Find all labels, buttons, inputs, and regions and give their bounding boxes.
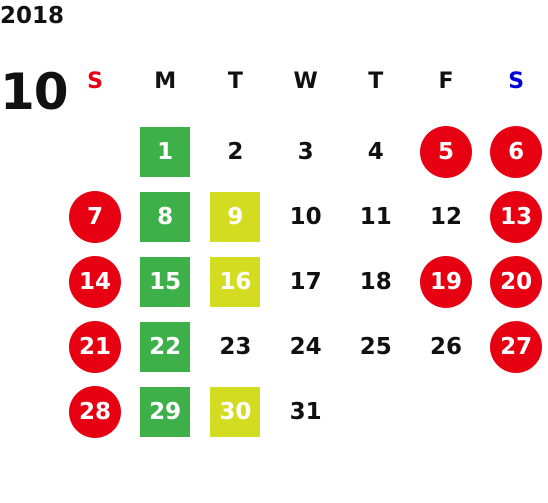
- calendar-day[interactable]: 20: [489, 255, 543, 309]
- day-number: 21: [78, 334, 111, 360]
- lime-square-marker: [210, 257, 261, 307]
- day-number: 25: [359, 334, 392, 360]
- weekday-header-0: S: [87, 68, 103, 94]
- calendar-day[interactable]: 11: [349, 190, 403, 244]
- day-number: 29: [149, 399, 182, 425]
- weekday-header-6: S: [508, 68, 525, 94]
- calendar-day[interactable]: 28: [68, 385, 122, 439]
- day-number: 14: [78, 269, 111, 295]
- day-number: 12: [429, 204, 462, 230]
- holiday-circle: [490, 256, 543, 308]
- calendar-day[interactable]: 23: [208, 320, 262, 374]
- holiday-circle: [69, 256, 121, 308]
- day-number: 3: [297, 139, 314, 165]
- holiday-circle: [69, 321, 121, 373]
- day-number: 9: [227, 204, 244, 230]
- day-number: 8: [157, 204, 174, 230]
- day-number: 30: [219, 399, 252, 425]
- day-number: 27: [500, 334, 533, 360]
- holiday-circle: [420, 126, 472, 178]
- day-number: 19: [429, 269, 462, 295]
- calendar-month: 10: [0, 63, 69, 121]
- calendar-day[interactable]: 1: [138, 125, 192, 179]
- calendar-day[interactable]: 30: [208, 385, 262, 439]
- calendar-day[interactable]: 9: [208, 190, 262, 244]
- calendar-day[interactable]: 13: [489, 190, 543, 244]
- weekday-header-1: M: [154, 68, 177, 94]
- calendar-day[interactable]: 31: [279, 385, 333, 439]
- lime-square-marker: [210, 387, 261, 437]
- day-number: 24: [289, 334, 322, 360]
- calendar-day[interactable]: 7: [68, 190, 122, 244]
- calendar-day[interactable]: 10: [279, 190, 333, 244]
- green-square-marker: [140, 127, 191, 177]
- day-number: 15: [149, 269, 182, 295]
- day-number: 7: [86, 204, 103, 230]
- calendar-year: 2018: [0, 3, 65, 29]
- holiday-circle: [490, 191, 543, 243]
- day-number: 31: [289, 399, 322, 425]
- day-number: 23: [219, 334, 252, 360]
- calendar-day[interactable]: 22: [138, 320, 192, 374]
- day-number: 1: [157, 139, 174, 165]
- calendar-day[interactable]: 3: [279, 125, 333, 179]
- green-square-marker: [140, 192, 191, 242]
- green-square-marker: [140, 387, 191, 437]
- holiday-circle: [69, 191, 121, 243]
- calendar-day[interactable]: 12: [419, 190, 473, 244]
- calendar-day[interactable]: 27: [489, 320, 543, 374]
- day-number: 5: [437, 139, 454, 165]
- calendar-day[interactable]: 6: [489, 125, 543, 179]
- calendar-day[interactable]: 29: [138, 385, 192, 439]
- calendar-day[interactable]: 25: [349, 320, 403, 374]
- calendar-day[interactable]: 4: [349, 125, 403, 179]
- day-number: 11: [359, 204, 392, 230]
- weekday-header-3: W: [293, 68, 318, 94]
- calendar-day[interactable]: 2: [208, 125, 262, 179]
- calendar-day[interactable]: 21: [68, 320, 122, 374]
- calendar-day[interactable]: 14: [68, 255, 122, 309]
- day-number: 20: [500, 269, 533, 295]
- day-number: 17: [289, 269, 322, 295]
- holiday-circle: [490, 126, 543, 178]
- day-number: 22: [149, 334, 182, 360]
- calendar-day[interactable]: 15: [138, 255, 192, 309]
- holiday-circle: [69, 386, 121, 438]
- day-number: 4: [367, 139, 384, 165]
- weekday-header-4: T: [368, 68, 384, 94]
- lime-square-marker: [210, 192, 261, 242]
- day-number: 13: [500, 204, 533, 230]
- calendar-day[interactable]: 17: [279, 255, 333, 309]
- green-square-marker: [140, 257, 191, 307]
- day-number: 26: [429, 334, 462, 360]
- day-number: 6: [508, 139, 525, 165]
- green-square-marker: [140, 322, 191, 372]
- holiday-circle: [420, 256, 472, 308]
- calendar-day[interactable]: 26: [419, 320, 473, 374]
- day-number: 16: [219, 269, 252, 295]
- day-number: 10: [289, 204, 322, 230]
- day-number: 28: [78, 399, 111, 425]
- day-number: 2: [227, 139, 244, 165]
- day-number: 18: [359, 269, 392, 295]
- calendar-day[interactable]: 18: [349, 255, 403, 309]
- calendar-day[interactable]: 8: [138, 190, 192, 244]
- calendar-day[interactable]: 16: [208, 255, 262, 309]
- calendar-day[interactable]: 19: [419, 255, 473, 309]
- holiday-circle: [490, 321, 543, 373]
- weekday-header-5: F: [438, 68, 454, 94]
- calendar-day[interactable]: 5: [419, 125, 473, 179]
- calendar-day[interactable]: 24: [279, 320, 333, 374]
- weekday-header-2: T: [227, 68, 243, 94]
